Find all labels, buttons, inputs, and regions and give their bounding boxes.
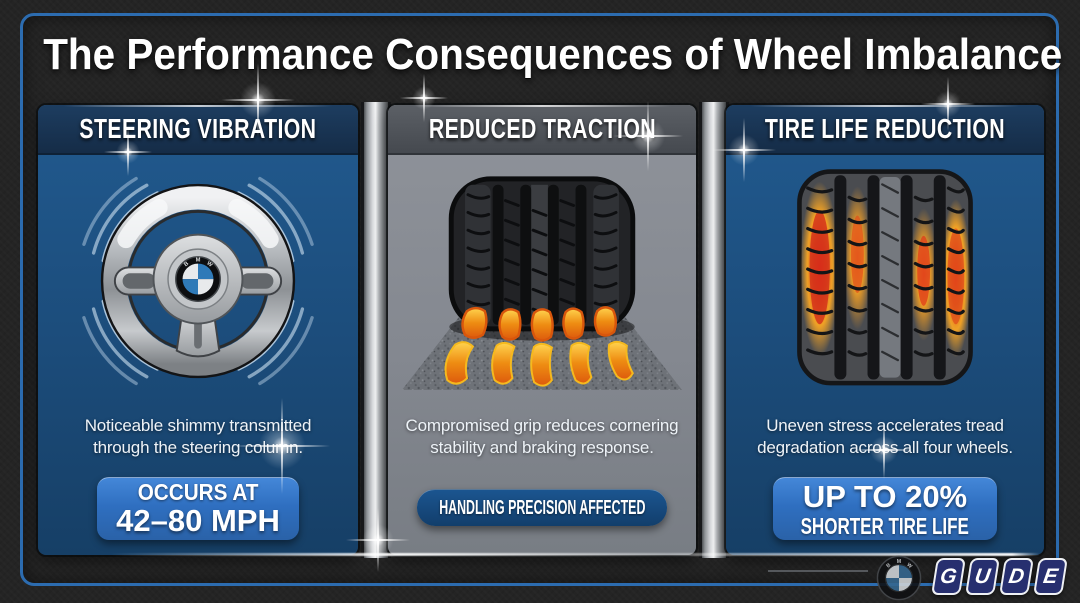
panel-header-label: TIRE LIFE REDUCTION	[764, 113, 1006, 144]
tire-contact-heat-icon	[388, 155, 696, 407]
metal-divider	[699, 102, 729, 558]
badge-label: HANDLING PRECISION AFFECTED	[438, 496, 646, 519]
panel-description: Compromised grip reduces cornering stabi…	[405, 415, 679, 457]
svg-text:W: W	[205, 261, 213, 269]
gude-letter: D	[1007, 565, 1026, 588]
panel-description: Noticeable shimmy transmitted through th…	[84, 415, 312, 457]
speed-range-badge: OCCURS AT 42–80 MPH	[97, 477, 299, 540]
badge-value: UP TO 20%	[802, 478, 968, 514]
steering-wheel-icon: B M W	[38, 155, 358, 407]
metal-divider	[361, 102, 391, 558]
panel-description: Uneven stress accelerates tread degradat…	[757, 415, 1013, 457]
gude-letter-tile: G	[931, 558, 966, 595]
svg-text:B: B	[885, 562, 892, 569]
outer-frame-border	[20, 13, 1059, 586]
panel-header-label: REDUCED TRACTION	[428, 113, 656, 144]
gude-letter-tile: E	[1033, 558, 1068, 595]
footer-divider-line	[768, 570, 868, 572]
handling-badge: HANDLING PRECISION AFFECTED	[417, 489, 667, 526]
tire-wear-hotspots-icon	[726, 155, 1044, 407]
panel-header-label: STEERING VIBRATION	[79, 113, 317, 144]
badge-label: SHORTER TIRE LIFE	[800, 512, 970, 539]
gude-letter: U	[973, 565, 992, 588]
gude-letter: E	[1041, 565, 1060, 588]
panel-header-steering-vibration: STEERING VIBRATION	[38, 105, 358, 155]
badge-label: OCCURS AT	[137, 478, 259, 505]
panel-header-tire-life-reduction: TIRE LIFE REDUCTION	[726, 105, 1044, 155]
panel-steering-vibration: STEERING VIBRATION	[38, 105, 358, 555]
svg-text:M: M	[196, 258, 201, 264]
panel-reduced-traction: REDUCED TRACTION	[388, 105, 696, 555]
gude-letter-tile: D	[999, 558, 1034, 595]
gude-letter: G	[938, 565, 959, 588]
panel-header-reduced-traction: REDUCED TRACTION	[388, 105, 696, 155]
page-title: The Performance Consequences of Wheel Im…	[43, 30, 1063, 79]
svg-text:M: M	[897, 559, 902, 565]
gude-letter-tile: U	[965, 558, 1000, 595]
svg-text:B: B	[183, 261, 190, 268]
svg-text:W: W	[905, 562, 913, 570]
tire-life-badge: UP TO 20% SHORTER TIRE LIFE	[773, 477, 997, 540]
bmw-roundel-icon: B M W	[876, 555, 922, 603]
light-streak	[110, 553, 1040, 556]
panel-tire-life-reduction: TIRE LIFE REDUCTION	[726, 105, 1044, 555]
badge-value: 42–80 MPH	[116, 503, 280, 539]
gude-logo: G U D E	[931, 558, 1068, 595]
